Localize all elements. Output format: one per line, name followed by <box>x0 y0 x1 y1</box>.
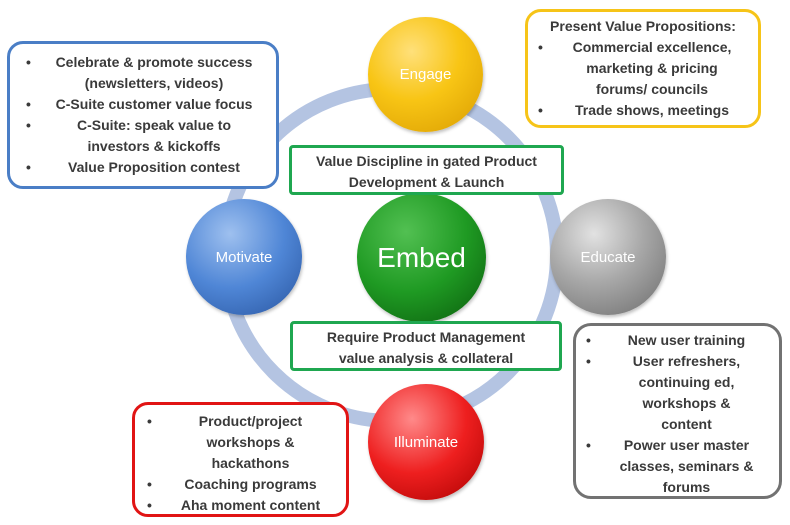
list-item: Product/project workshops & hackathons <box>145 411 338 474</box>
list-item: Power user master classes, seminars & fo… <box>584 435 771 498</box>
list-item: Coaching programs <box>145 474 338 495</box>
motivate-list: Celebrate & promote success (newsletters… <box>24 52 266 178</box>
item-line: hackathons <box>211 455 290 471</box>
engage-callout: Present Value Propositions: Commercial e… <box>525 9 761 128</box>
motivate-node: Motivate <box>186 199 302 315</box>
item-line: User refreshers, <box>632 353 741 369</box>
illuminate-callout: Product/project workshops & hackathons C… <box>132 402 349 517</box>
embed-node: Embed <box>357 193 486 322</box>
item-line: C-Suite customer value focus <box>55 96 253 112</box>
embed-label: Embed <box>377 241 466 273</box>
item-line: investors & kickoffs <box>87 138 221 154</box>
item-line: C-Suite: speak value to <box>76 117 232 133</box>
list-item: Commercial excellence, marketing & prici… <box>536 37 750 100</box>
item-line: Coaching programs <box>184 476 317 492</box>
product-management-box: Require Product Management value analysi… <box>290 321 562 371</box>
educate-list: New user training User refreshers, conti… <box>584 330 771 498</box>
item-line: Trade shows, meetings <box>574 102 730 118</box>
illuminate-list: Product/project workshops & hackathons C… <box>145 411 338 516</box>
item-line: continuing ed, <box>638 374 735 390</box>
list-item: C-Suite: speak value to investors & kick… <box>24 115 266 157</box>
item-line: Product/project <box>198 413 303 429</box>
box-line: Value Discipline in gated Product <box>316 153 537 169</box>
item-line: content <box>661 416 712 432</box>
list-item: New user training <box>584 330 771 351</box>
item-line: marketing & pricing <box>586 60 718 76</box>
engage-callout-title: Present Value Propositions: <box>550 18 736 34</box>
item-line: Power user master <box>623 437 750 453</box>
item-line: Value Proposition contest <box>68 159 240 175</box>
item-line: forums/ councils <box>595 81 709 97</box>
engage-list: Commercial excellence, marketing & prici… <box>536 37 750 121</box>
item-line: Aha moment content <box>180 497 321 513</box>
item-line: New user training <box>627 332 746 348</box>
item-line: (newsletters, videos) <box>84 75 224 91</box>
box-line: Development & Launch <box>348 174 505 190</box>
item-line: workshops & <box>642 395 731 411</box>
list-item: Celebrate & promote success (newsletters… <box>24 52 266 94</box>
box-line: value analysis & collateral <box>338 350 514 366</box>
motivate-label: Motivate <box>215 248 273 266</box>
illuminate-node: Illuminate <box>368 384 484 500</box>
list-item: Trade shows, meetings <box>536 100 750 121</box>
engage-node: Engage <box>368 17 483 132</box>
item-line: forums <box>662 479 711 495</box>
motivate-callout: Celebrate & promote success (newsletters… <box>7 41 279 189</box>
educate-callout: New user training User refreshers, conti… <box>573 323 782 499</box>
educate-node: Educate <box>550 199 666 315</box>
list-item: User refreshers, continuing ed, workshop… <box>584 351 771 435</box>
illuminate-label: Illuminate <box>393 433 459 451</box>
list-item: Aha moment content <box>145 495 338 516</box>
product-development-box: Value Discipline in gated Product Develo… <box>289 145 564 195</box>
list-item: C-Suite customer value focus <box>24 94 266 115</box>
item-line: Commercial excellence, <box>572 39 732 55</box>
box-line: Require Product Management <box>326 329 526 345</box>
list-item: Value Proposition contest <box>24 157 266 178</box>
item-line: workshops & <box>206 434 295 450</box>
educate-label: Educate <box>580 248 636 266</box>
item-line: classes, seminars & <box>619 458 754 474</box>
item-line: Celebrate & promote success <box>55 54 253 70</box>
engage-label: Engage <box>399 66 452 83</box>
